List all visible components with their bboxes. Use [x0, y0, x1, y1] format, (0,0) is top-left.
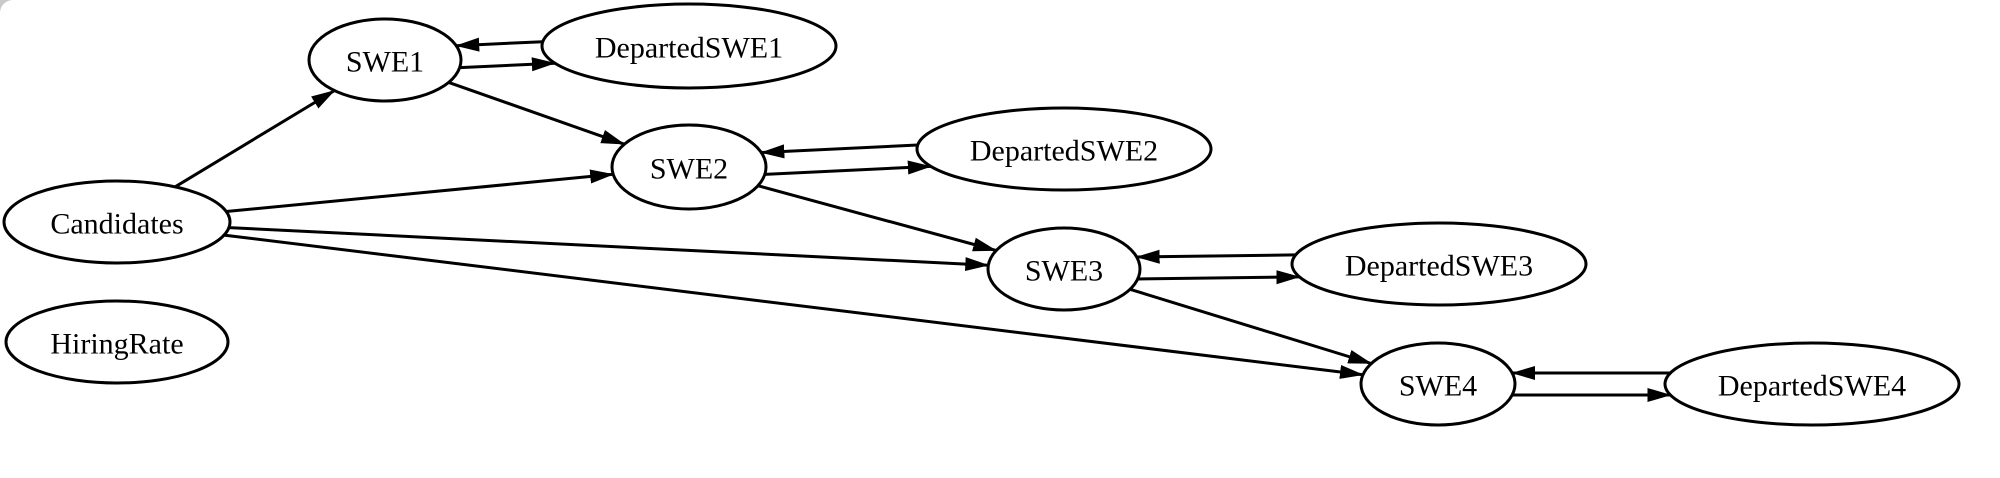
node-Candidates: Candidates: [2, 179, 232, 265]
node-label-SWE2: SWE2: [650, 152, 728, 185]
edge-Candidates-to-SWE1: [174, 89, 336, 189]
edge-SWE3-to-SWE4: [1129, 287, 1373, 365]
node-label-SWE4: SWE4: [1399, 369, 1477, 402]
node-ellipse-DepartedSWE4: [1663, 341, 1961, 427]
edge-SWE2-to-SWE3: [757, 184, 998, 252]
node-label-DepartedSWE4: DepartedSWE4: [1718, 369, 1906, 402]
node-label-DepartedSWE3: DepartedSWE3: [1345, 249, 1533, 282]
node-ellipse-Candidates: [2, 179, 232, 265]
node-ellipse-DepartedSWE2: [915, 106, 1213, 192]
node-label-DepartedSWE1: DepartedSWE1: [595, 31, 783, 64]
edge-DepartedSWE3-to-SWE3: [1135, 249, 1296, 264]
node-SWE2: SWE2: [610, 123, 768, 211]
node-ellipse-SWE1: [307, 17, 463, 103]
node-ellipse-SWE4: [1359, 341, 1517, 427]
edge-SWE1-to-DepartedSWE1: [459, 57, 556, 72]
node-label-Candidates: Candidates: [50, 207, 183, 240]
node-ellipse-SWE2: [610, 123, 768, 211]
node-ellipse-SWE3: [986, 226, 1142, 312]
edge-SWE3-to-DepartedSWE3: [1137, 270, 1301, 285]
node-SWE4: SWE4: [1359, 341, 1517, 427]
window-corner-artifact: [0, 0, 13, 13]
edge-DepartedSWE2-to-SWE2: [760, 143, 918, 159]
node-SWE3: SWE3: [986, 226, 1142, 312]
node-label-HiringRate: HiringRate: [50, 327, 183, 360]
node-DepartedSWE4: DepartedSWE4: [1663, 341, 1961, 427]
node-ellipse-HiringRate: [4, 299, 230, 385]
node-ellipse-DepartedSWE3: [1290, 221, 1588, 307]
node-SWE1: SWE1: [307, 17, 463, 103]
node-DepartedSWE1: DepartedSWE1: [540, 2, 838, 90]
edge-SWE2-to-DepartedSWE2: [764, 160, 932, 176]
node-ellipse-DepartedSWE1: [540, 2, 838, 90]
edge-DepartedSWE1-to-SWE1: [455, 37, 543, 52]
node-label-SWE1: SWE1: [346, 45, 424, 78]
node-DepartedSWE2: DepartedSWE2: [915, 106, 1213, 192]
node-label-SWE3: SWE3: [1025, 254, 1103, 287]
node-label-DepartedSWE2: DepartedSWE2: [970, 134, 1158, 167]
node-DepartedSWE3: DepartedSWE3: [1290, 221, 1588, 307]
edge-Candidates-to-SWE4: [223, 233, 1364, 379]
edge-SWE1-to-SWE2: [448, 80, 626, 146]
edge-Candidates-to-SWE3: [228, 226, 990, 272]
node-HiringRate: HiringRate: [4, 299, 230, 385]
edge-Candidates-to-SWE2: [226, 169, 615, 213]
